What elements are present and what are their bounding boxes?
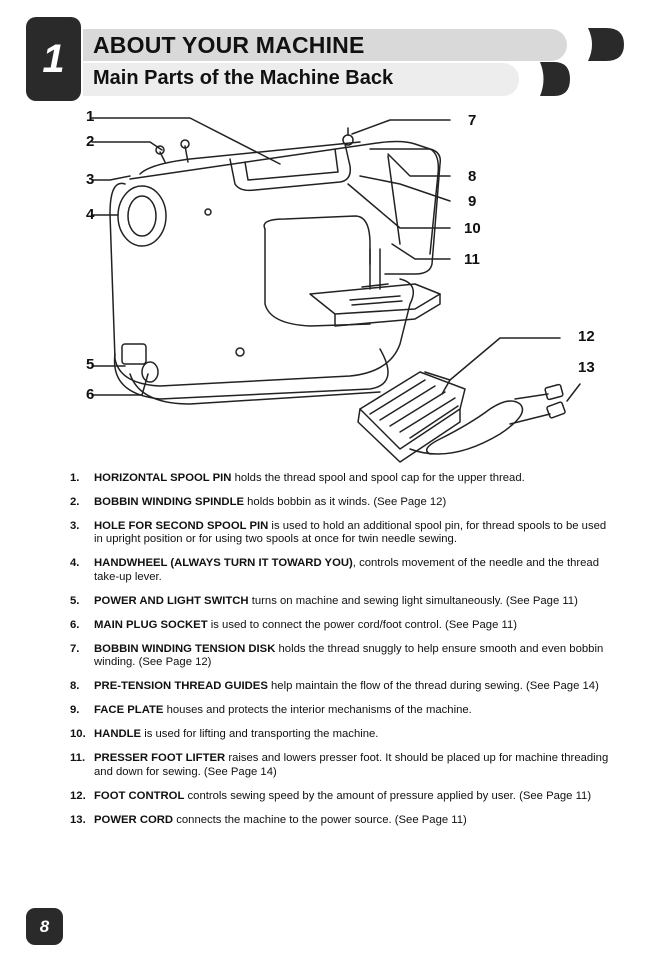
item-number: 6. [70,618,80,631]
part-description: is used to connect the power cord/foot c… [207,618,517,631]
page-subtitle: Main Parts of the Machine Back [93,67,394,89]
item-number: 9. [70,704,80,717]
part-description: is used to hold an additional spool pin,… [94,520,607,546]
chapter-number-badge: 1 [26,17,81,101]
part-name: HORIZONTAL SPOOL PIN [94,472,232,484]
item-number: 5. [70,594,80,607]
callout-13: 13 [578,359,595,376]
callout-4: 4 [86,206,95,223]
title-bar [83,29,567,61]
part-name: MAIN PLUG SOCKET [94,618,208,631]
part-name: HANDWHEEL (ALWAYS TURN IT TOWARD YOU) [94,557,353,570]
part-name: POWER CORD [94,813,174,826]
machine-back-diagram: 1 2 3 4 5 6 7 8 9 10 11 12 13 [70,104,630,466]
page-number-badge: 8 [26,908,63,945]
part-name: BOBBIN WINDING TENSION DISK [94,642,276,655]
part-description: turns on machine and sewing light simult… [248,594,578,607]
list-item: 3. HOLE FOR SECOND SPOOL PIN is used to h… [70,520,610,547]
callout-9: 9 [468,193,477,210]
item-number: 2. [70,496,80,508]
list-item: 8. PRE-TENSION THREAD GUIDES help maintai… [70,680,610,693]
list-item: 7. BOBBIN WINDING TENSION DISK holds the … [70,643,610,670]
callout-2: 2 [86,133,95,150]
callout-7: 7 [468,112,477,129]
part-description: controls sewing speed by the amount of p… [184,789,592,802]
list-item: 11. PRESSER FOOT LIFTER raises and lowers… [70,752,610,779]
callout-3: 3 [86,171,95,188]
item-number: 13. [70,813,86,826]
list-item: 9. FACE PLATE houses and protects the int… [70,704,610,717]
part-description: houses and protects the interior mechani… [163,704,472,717]
subheader-tab-icon [540,62,570,96]
list-item: 2. BOBBIN WINDING SPINDLE holds bobbin as… [70,496,610,509]
list-item: 13. POWER CORD connects the machine to th… [70,814,610,827]
part-description: holds bobbin as it winds. (See Page 12) [244,496,447,508]
callout-8: 8 [468,168,477,185]
part-description: connects the machine to the power source… [173,813,467,826]
part-name: PRE-TENSION THREAD GUIDES [94,680,268,693]
part-description: help maintain the flow of the thread dur… [267,680,599,693]
list-item: 5. POWER AND LIGHT SWITCH turns on machin… [70,595,610,608]
item-number: 4. [70,557,80,570]
list-item: 10. HANDLE is used for lifting and transp… [70,728,610,741]
page-title: ABOUT YOUR MACHINE [93,32,365,58]
subtitle-bar [83,63,519,96]
part-name: HANDLE [94,728,142,741]
item-number: 1. [70,472,80,484]
item-number: 11. [70,752,86,765]
callout-10: 10 [464,220,481,237]
part-description: holds the thread snuggly to help ensure … [94,642,604,669]
part-description: , controls movement of the needle and th… [94,557,599,583]
part-name: BOBBIN WINDING SPINDLE [94,496,244,508]
item-number: 3. [70,520,80,532]
part-description: is used for lifting and transporting the… [141,728,379,741]
item-number: 7. [70,642,80,655]
page-number: 8 [39,916,50,936]
callout-12: 12 [578,328,595,345]
chapter-number: 1 [42,36,65,81]
parts-list: 1. HORIZONTAL SPOOL PIN holds the thread … [70,472,610,838]
part-description: raises and lowers presser foot. It shoul… [94,752,609,778]
part-name: POWER AND LIGHT SWITCH [94,594,249,607]
callout-6: 6 [86,386,95,403]
list-item: 4. HANDWHEEL (ALWAYS TURN IT TOWARD YOU),… [70,557,610,584]
part-name: FOOT CONTROL [94,789,185,802]
list-item: 1. HORIZONTAL SPOOL PIN holds the thread … [70,472,610,485]
item-number: 12. [70,789,86,802]
item-number: 8. [70,680,80,693]
callout-5: 5 [86,356,95,373]
sewing-machine-illustration [91,117,581,463]
header-tab-icon [588,28,624,61]
part-name: HOLE FOR SECOND SPOOL PIN [94,520,269,532]
callout-1: 1 [86,108,95,125]
part-description: holds the thread spool and spool cap for… [231,472,525,484]
part-name: FACE PLATE [94,704,164,717]
item-number: 10. [70,728,86,741]
list-item: 6. MAIN PLUG SOCKET is used to connect th… [70,619,610,632]
part-name: PRESSER FOOT LIFTER [94,752,226,765]
list-item: 12. FOOT CONTROL controls sewing speed by… [70,790,610,803]
callout-11: 11 [464,251,480,268]
